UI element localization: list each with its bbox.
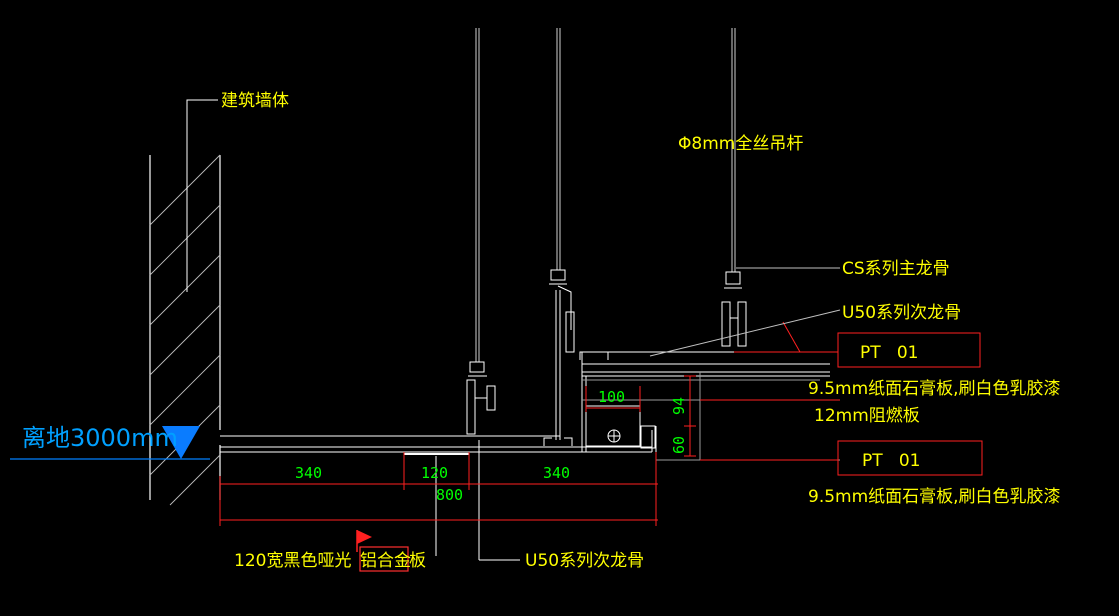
hanger-rods	[475, 28, 736, 362]
pt-bottom-tag: PT 01	[862, 451, 920, 471]
red-dimension-lines	[219, 321, 983, 526]
alu-label-boxed: 铝合金	[360, 551, 411, 571]
level-marker	[10, 426, 210, 460]
dim-340-right: 340	[543, 464, 570, 482]
alu-label-prefix: 120宽黑色哑光	[234, 551, 351, 571]
wall-label: 建筑墙体	[221, 91, 289, 111]
dim-100: 100	[598, 388, 625, 406]
dim-340-left: 340	[295, 464, 322, 482]
dim-800: 800	[436, 486, 463, 504]
label-leaders	[649, 267, 841, 357]
dim-94: 94	[670, 397, 688, 415]
rod-label: Φ8mm全丝吊杆	[678, 134, 803, 154]
pt-top-tag: PT 01	[860, 343, 918, 363]
sub-keel-top-label: U50系列次龙骨	[842, 303, 961, 323]
sub-keel-bottom-label: U50系列次龙骨	[525, 551, 644, 571]
board-bottom-label: 9.5mm纸面石膏板,刷白色乳胶漆	[808, 486, 1061, 507]
dim-60: 60	[670, 436, 688, 454]
board-top-label: 9.5mm纸面石膏板,刷白色乳胶漆	[808, 378, 1061, 399]
alu-highlight-box	[359, 546, 409, 572]
alu-label-suffix: 板	[409, 551, 426, 571]
dim-120: 120	[421, 464, 448, 482]
hanger-clips	[466, 269, 747, 435]
wall-leader	[186, 99, 218, 292]
level-label: 离地3000mm	[22, 424, 178, 452]
flag-icon	[356, 530, 372, 552]
building-wall	[149, 154, 221, 506]
fire-board-label: 12mm阻燃板	[814, 406, 920, 426]
main-keel-label: CS系列主龙骨	[842, 259, 950, 279]
